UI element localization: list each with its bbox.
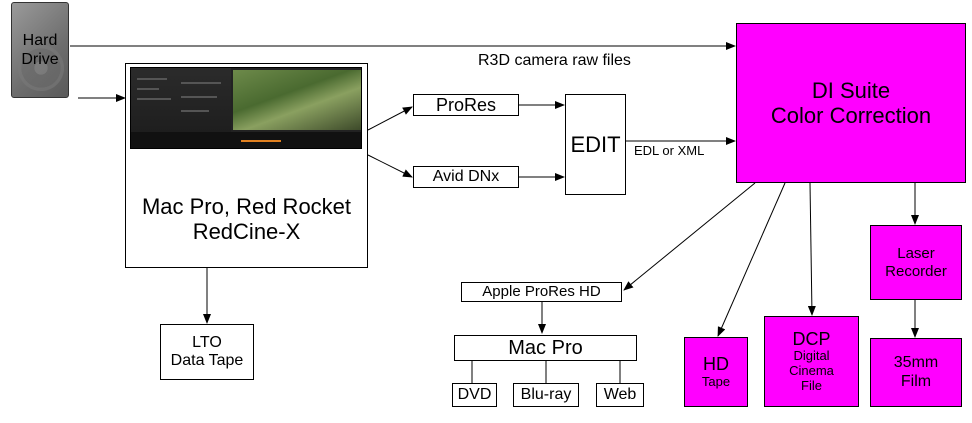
lto-node: LTO Data Tape: [160, 324, 254, 380]
mac-pro-node: Mac Pro: [454, 335, 637, 361]
dcp-label-1: DCP: [792, 328, 831, 349]
laser-recorder-node: Laser Recorder: [870, 225, 962, 300]
edit-node: EDIT: [565, 94, 626, 195]
hard-drive-label-1: Hard: [22, 31, 58, 49]
arrow-macpro-to-avid: [367, 154, 413, 178]
mac-pro-label: Mac Pro: [508, 336, 583, 359]
web-label: Web: [603, 385, 637, 403]
lto-label-1: LTO: [192, 333, 222, 351]
hard-drive-node: Hard Drive: [11, 2, 69, 98]
edge-label-r3d: R3D camera raw files: [478, 52, 631, 69]
dcp-label-4: File: [801, 378, 822, 394]
apple-prores-hd-node: Apple ProRes HD: [461, 282, 622, 302]
laser-label-1: Laser: [897, 245, 935, 263]
hard-drive-label-2: Drive: [21, 51, 59, 68]
dcp-label-2: Digital: [793, 348, 830, 364]
dvd-label: DVD: [457, 385, 492, 403]
arrow-di-to-dcp: [807, 182, 816, 316]
film-node: 35mm Film: [870, 338, 962, 407]
prores-label: ProRes: [435, 94, 497, 115]
arrow-macpro-to-prores: [367, 106, 413, 131]
arrow-di-to-proreshd: [623, 182, 756, 291]
di-suite-label-1: DI Suite: [811, 77, 891, 103]
lto-label-2: Data Tape: [170, 352, 244, 369]
edge-label-edl: EDL or XML: [634, 143, 705, 158]
hd-tape-node: HD Tape: [684, 337, 748, 407]
hd-tape-label-1: HD: [703, 354, 729, 375]
di-suite-node: DI Suite Color Correction: [736, 23, 966, 183]
prores-node: ProRes: [413, 94, 519, 116]
avid-dnx-node: Avid DNx: [413, 166, 519, 188]
hard-drive-icon: [18, 45, 64, 91]
laser-label-2: Recorder: [885, 262, 947, 280]
avid-dnx-label: Avid DNx: [432, 167, 500, 185]
dcp-node: DCP Digital Cinema File: [764, 316, 859, 407]
arrow-di-to-hdtape: [717, 182, 786, 337]
film-label-1: 35mm: [893, 354, 939, 372]
edit-label: EDIT: [570, 131, 621, 157]
web-node: Web: [596, 383, 644, 407]
mac-pro-red-label-2: RedCine-X: [192, 219, 301, 245]
di-suite-label-2: Color Correction: [770, 103, 932, 128]
mac-pro-red-label-1: Mac Pro, Red Rocket: [141, 194, 352, 219]
film-label-2: Film: [900, 372, 932, 390]
bluray-node: Blu-ray: [513, 383, 579, 407]
apple-prores-hd-label: Apple ProRes HD: [482, 283, 601, 301]
bluray-label: Blu-ray: [520, 385, 572, 403]
hd-tape-label-2: Tape: [701, 373, 731, 389]
redcine-screenshot-image: [130, 67, 362, 149]
dcp-label-3: Cinema: [789, 363, 834, 379]
dvd-node: DVD: [452, 383, 497, 407]
